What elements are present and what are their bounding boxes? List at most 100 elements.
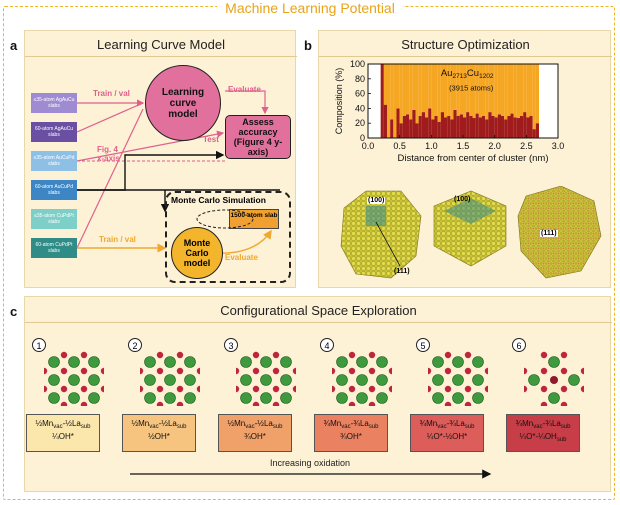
mc-loop-arrow [196,209,254,229]
bar-cu [526,117,530,138]
bar-au [482,64,486,116]
perovskite-structure [140,351,200,406]
bar-cu [450,119,454,138]
formula-label: Au2713Cu1202 [441,68,494,80]
bar-cu [444,117,448,138]
bar-au [434,64,438,116]
bar-au [453,64,457,110]
y-tick-label: 20 [355,118,365,128]
bar-au [485,64,489,120]
state-label-line2: ¼O*-½OH* [411,432,483,442]
bar-cu [390,119,394,138]
state-label-part: sub [556,437,567,443]
bar-au [406,64,410,115]
perovskite-structure [332,351,392,406]
x-tick-label: 1.5 [457,141,470,151]
state-label-part: -½La [158,419,177,428]
state-label-line1: ¾Mnvac-¾Lasub [507,419,579,432]
x-tick-label: 1.0 [425,141,438,151]
bar-au [459,64,463,115]
bar-au [387,64,391,138]
bar-au [415,64,419,124]
bar-cu [523,112,527,138]
bar-cu [428,108,432,138]
y-tick-label: 60 [355,89,365,99]
bar-cu [380,64,384,138]
bar-au [510,64,514,114]
state-label-part: ½OH* [148,432,170,441]
state-label-part: -¾La [446,419,465,428]
bar-cu [434,115,438,138]
bar-au [513,64,517,118]
atoms-label: (3915 atoms) [449,84,494,93]
state-label-part: sub [80,424,91,430]
state-label-line2: ½OH* [123,432,195,442]
perovskite-structure [44,351,104,406]
bar-au [390,64,394,120]
state-label-part: -½La [254,419,273,428]
bar-au [504,64,508,120]
state-label-part: sub [560,424,571,430]
bar-au [437,64,441,122]
panel-c-heading: Configurational Space Exploration [220,303,417,318]
oxidation-label: Increasing oxidation [269,458,351,468]
bar-cu [453,109,457,138]
state-label-part: ¼OH* [52,432,74,441]
bar-au [456,64,460,116]
bar-au [463,64,467,118]
assess-accuracy-box: Assess accuracy (Figure 4 y-axis) [225,115,291,159]
bar-cu [516,118,520,138]
bar-cu [409,119,413,138]
bar-au [488,64,492,113]
state-label-line2: ¼O*-¼OHsub [507,432,579,445]
state-label-part: -¾La [350,419,369,428]
x-tick-label: 0.5 [393,141,406,151]
bar-cu [513,117,517,138]
state-label-line2: ¼OH* [27,432,99,442]
state-label-part: sub [176,424,187,430]
bar-cu [507,115,511,138]
bar-cu [399,123,403,138]
bar-au [440,64,444,113]
bar-au [425,64,429,118]
divider [319,56,612,57]
state-label-part: -¾La [542,419,561,428]
state-label-line2: ¾OH* [315,432,387,442]
nanocluster-images [340,186,602,279]
state-number: 1 [32,338,46,352]
y-axis-label: Composition (%) [334,68,344,135]
bar-au [466,64,470,113]
bar-cu [466,112,470,138]
bar-au [494,64,498,118]
state-label-part: -½La [62,419,81,428]
evaluate-label: Evaluate [228,85,261,94]
bar-au [418,64,422,116]
bar-cu [463,117,467,138]
fig4-label: Fig. 4 x-axis [97,145,120,163]
slab-item: ≤35-atom CuPdPt slabs [31,209,77,229]
bar-cu [488,112,492,138]
bar-cu [535,123,539,138]
bar-au [475,64,479,114]
state-label-part: ¾Mn [419,419,438,428]
bar-au [396,64,400,109]
cluster-full [517,186,602,279]
bar-au [535,64,539,124]
slab-item: ≤35-atom AgAuCu slabs [31,93,77,113]
slab-item: 60-atom AgAuCu slabs [31,122,77,142]
state-number: 2 [128,338,142,352]
facet-label: (100) [367,197,386,204]
state-label-line2: ¾OH* [219,432,291,442]
state-label-part: sub [272,424,283,430]
state-number: 5 [416,338,430,352]
state-label-part: ½Mn [35,419,54,428]
bar-cu [494,117,498,138]
x-axis-label: Distance from center of cluster (nm) [398,153,549,164]
cluster-cutaway [340,190,422,279]
bar-au [399,64,403,124]
bar-au [412,64,416,110]
